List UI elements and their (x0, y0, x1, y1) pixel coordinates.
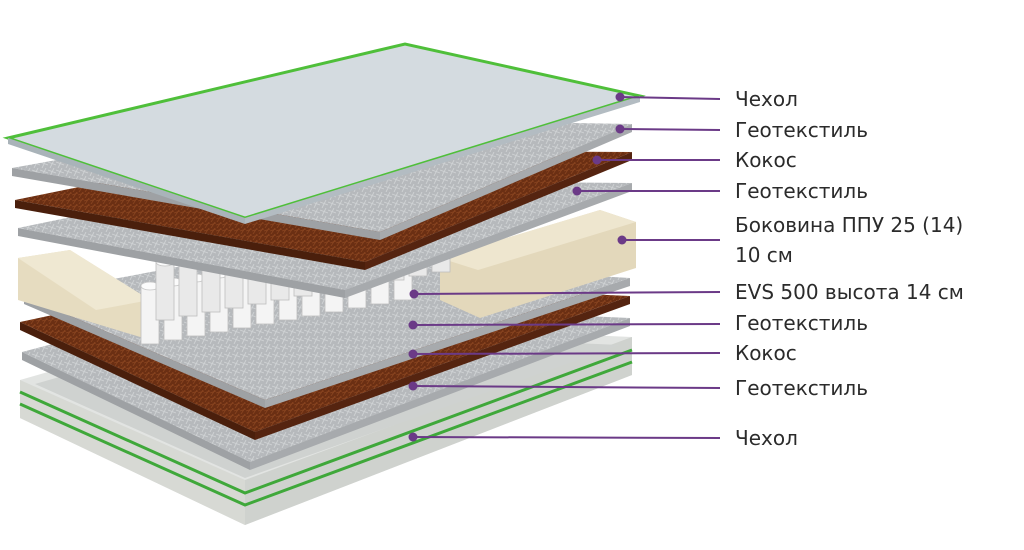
leader-dot (408, 320, 418, 330)
label-coconut-2: Кокос (735, 341, 797, 365)
leader-line (412, 385, 721, 389)
leader-lines (408, 92, 721, 442)
label-springs: EVS 500 высота 14 см (735, 280, 964, 304)
leader-dot (408, 349, 418, 359)
top-cover (2, 42, 646, 224)
leader-line (619, 96, 721, 100)
leader-dot (617, 235, 627, 245)
leader-line (619, 128, 721, 131)
label-foam-side-line1: Боковина ППУ 25 (14) (735, 213, 964, 237)
foam-side-block (18, 210, 636, 340)
label-geotextile-2: Геотекстиль (735, 179, 868, 203)
leader-dot (592, 155, 602, 165)
leader-line (413, 291, 721, 295)
leader-dot (572, 186, 582, 196)
leader-dot (615, 124, 625, 134)
leader-line (412, 323, 721, 326)
spring-pocket (155, 261, 175, 321)
label-coconut-1: Кокос (735, 148, 797, 172)
leader-line (412, 352, 721, 355)
label-cover-bottom: Чехол (735, 426, 798, 450)
leader-dot (408, 432, 418, 442)
leader-dot (615, 92, 625, 102)
label-cover-top: Чехол (735, 87, 798, 111)
leader-dot (408, 381, 418, 391)
leader-dot (409, 289, 419, 299)
leader-line (412, 436, 721, 439)
label-geotextile-4: Геотекстиль (735, 376, 868, 400)
label-geotextile-3: Геотекстиль (735, 311, 868, 335)
label-foam-side-line2: 10 см (735, 243, 793, 267)
label-geotextile-1: Геотекстиль (735, 118, 868, 142)
